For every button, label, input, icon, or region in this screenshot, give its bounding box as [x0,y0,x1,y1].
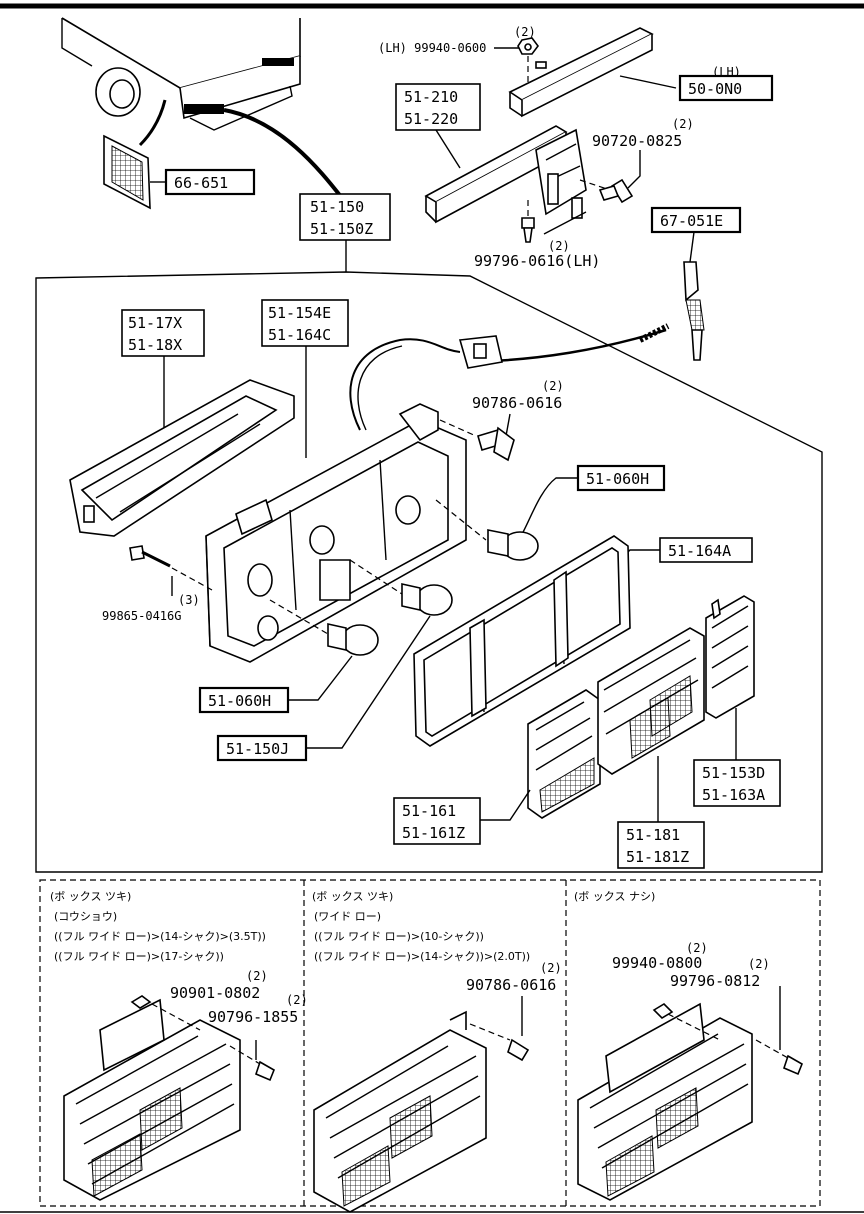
part-label-51-17X: 51-17X [128,314,182,332]
qty-99796-0616: (2) [548,239,570,253]
part-label-51-181Z: 51-181Z [626,848,689,866]
rail-50-0N0 [508,27,654,118]
label-box-51-153D [693,759,781,807]
qty-99940-0600: (2) [514,25,536,39]
bolt-90720-0825 [598,178,634,204]
part-label-51-220: 51-220 [404,110,458,128]
bolt-99796-0616 [521,217,535,243]
lens-gasket-51-164A [413,535,631,747]
part-label-51-154E: 51-154E [268,304,331,322]
variant-2-notes: (ボ ックス ツキ) (ワイド ロー) ((フル ワイド ロー)>(10-シャク… [312,890,530,963]
label-box-51-17X [121,309,205,357]
bolt-label-99865-0416G: 99865-0416G [102,609,181,623]
part-label-51-161Z: 51-161Z [402,824,465,842]
part-label-51-060H-a: 51-060H [586,470,649,488]
variant-2-line-1: (ボ ックス ツキ) [312,890,393,903]
qty-99865-0416G: (3) [178,593,200,607]
truck-rear-illustration [61,17,344,200]
variant-2-bolt-1: 90786-0616 [466,976,556,994]
part-label-51-161: 51-161 [402,802,456,820]
variant-3-bolt-2: 99796-0812 [670,972,760,990]
harness-clip-67-051E [683,261,705,361]
bolt-label-99796-0616: 99796-0616(LH) [474,252,600,270]
wire-connector [349,335,503,431]
label-box-51-181 [617,821,705,869]
part-label-51-164C: 51-164C [268,326,331,344]
part-label-66-651: 66-651 [174,174,228,192]
variant-2-qty-1: (2) [540,961,562,975]
label-box-51-150 [299,193,391,241]
label-box-51-161 [393,797,481,845]
variant-1-bolt-1: 90901-0802 [170,984,260,1002]
variant-3-line-1: (ボ ックス ナシ) [574,890,655,903]
variant-1-bolt-2: 90796-1855 [208,1008,298,1026]
label-box-51-164A [659,537,753,563]
reflector-part [103,134,166,210]
bolt-label-99940-0600: (LH) 99940-0600 [378,41,486,55]
screw-99865-0416G [129,545,171,568]
part-label-51-060H-b: 51-060H [208,692,271,710]
nut-99940-0600 [517,37,539,55]
part-label-51-150: 51-150 [310,198,364,216]
variant-1-line-4: ((フル ワイド ロー)>(17-シャク)) [54,950,224,963]
variant-2-lamp [313,996,530,1213]
variant-1-qty-2: (2) [286,993,308,1007]
variant-3-lamp [577,986,804,1201]
bracket-51-210 [424,125,611,235]
variant-1-lamp [63,995,276,1201]
part-label-51-153D: 51-153D [702,764,765,782]
variant-1-notes: (ボ ックス ツキ) (コウショウ) ((フル ワイド ロー)>(14-シャク)… [50,890,266,963]
gasket-51-17X [69,379,295,537]
label-box-51-154E [261,299,349,347]
label-box-51-060H-b [198,686,290,714]
label-box-50-0N0 [678,74,774,102]
variant-2-line-4: ((フル ワイド ロー)>(14-シャク))>(2.0T)) [314,950,530,963]
qty-90720-0825: (2) [672,117,694,131]
variant-3-qty-2: (2) [748,957,770,971]
label-box-51-210 [395,83,481,131]
bolt-label-90786-0616: 90786-0616 [472,394,562,412]
part-label-51-150J: 51-150J [226,740,289,758]
screw-90786-0616 [477,426,515,462]
qty-90786-0616: (2) [542,379,564,393]
bulb-middle [401,583,453,616]
lamp-housing-51-154E [205,403,467,663]
bulb-lower [327,623,379,656]
part-label-67-051E: 67-051E [660,212,723,230]
part-label-51-150Z: 51-150Z [310,220,373,238]
variant-3-qty-1: (2) [686,941,708,955]
lens-51-181 [597,627,705,775]
label-box-66-651 [164,168,256,196]
detail-frame [35,271,823,873]
lens-51-161 [527,689,601,819]
part-label-50-0N0: 50-0N0 [688,80,742,98]
bolt-label-90720-0825: 90720-0825 [592,132,682,150]
variant-1-line-3: ((フル ワイド ロー)>(14-シャク)>(3.5T)) [54,930,266,943]
part-label-51-210: 51-210 [404,88,458,106]
part-label-51-163A: 51-163A [702,786,765,804]
label-box-67-051E [650,206,742,234]
variant-1-qty-1: (2) [246,969,268,983]
variant-2-line-3: ((フル ワイド ロー)>(10-シャク)) [314,930,484,943]
variant-2-line-2: (ワイド ロー) [314,910,381,923]
lens-51-153D [705,595,755,719]
part-label-51-18X: 51-18X [128,336,182,354]
bulb-upper [487,529,539,561]
variant-panel-frame [39,879,821,1207]
variant-1-line-2: (コウショウ) [54,910,117,923]
part-label-51-164A: 51-164A [668,542,731,560]
variant-3-bolt-1: 99940-0800 [612,954,702,972]
variant-1-line-1: (ボ ックス ツキ) [50,890,131,903]
part-label-51-181: 51-181 [626,826,680,844]
